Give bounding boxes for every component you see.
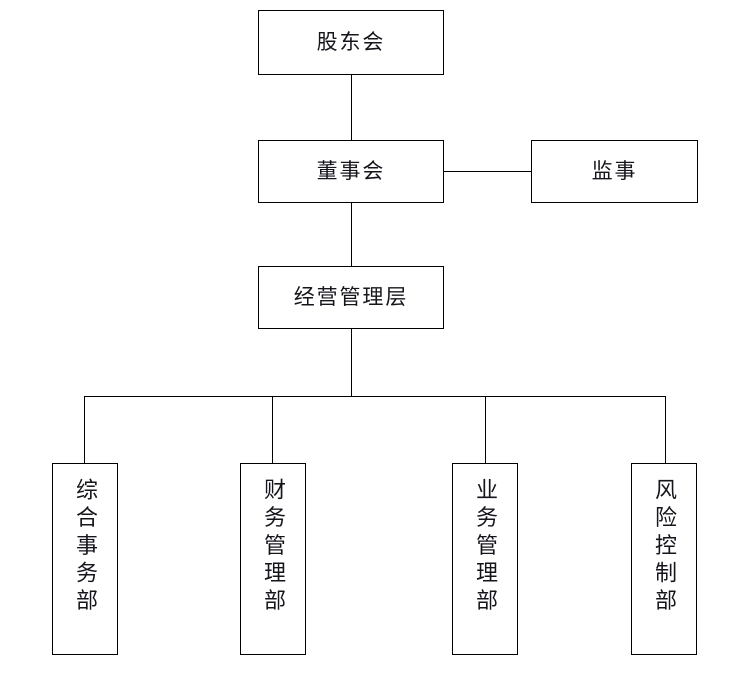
connector-board-to-management xyxy=(350,203,352,267)
node-business[interactable]: 业务管理部 xyxy=(452,463,518,655)
node-shareholders[interactable]: 股东会 xyxy=(258,10,444,75)
node-general-affairs-label: 综合事务部 xyxy=(73,478,98,617)
connector-bus-horizontal xyxy=(84,395,666,397)
connector-shareholders-to-board xyxy=(350,75,352,141)
node-risk-control[interactable]: 风险控制部 xyxy=(631,463,697,655)
node-finance-label: 财务管理部 xyxy=(261,478,286,617)
node-board-label: 董事会 xyxy=(316,159,386,184)
connector-management-to-bus xyxy=(350,329,352,396)
node-supervisor[interactable]: 监事 xyxy=(531,140,698,203)
node-general-affairs[interactable]: 综合事务部 xyxy=(52,463,118,655)
connector-bus-to-finance xyxy=(271,396,273,464)
node-shareholders-label: 股东会 xyxy=(316,30,386,55)
node-management-label: 经营管理层 xyxy=(293,285,409,310)
node-business-label: 业务管理部 xyxy=(473,478,498,617)
connector-board-to-supervisor xyxy=(443,170,532,172)
node-risk-control-label: 风险控制部 xyxy=(652,478,677,617)
connector-bus-to-risk-control xyxy=(664,396,666,464)
node-finance[interactable]: 财务管理部 xyxy=(240,463,306,655)
node-management[interactable]: 经营管理层 xyxy=(258,266,444,329)
node-board[interactable]: 董事会 xyxy=(258,140,444,203)
connector-bus-to-general-affairs xyxy=(84,396,86,464)
node-supervisor-label: 监事 xyxy=(591,159,638,184)
connector-bus-to-business xyxy=(484,396,486,464)
